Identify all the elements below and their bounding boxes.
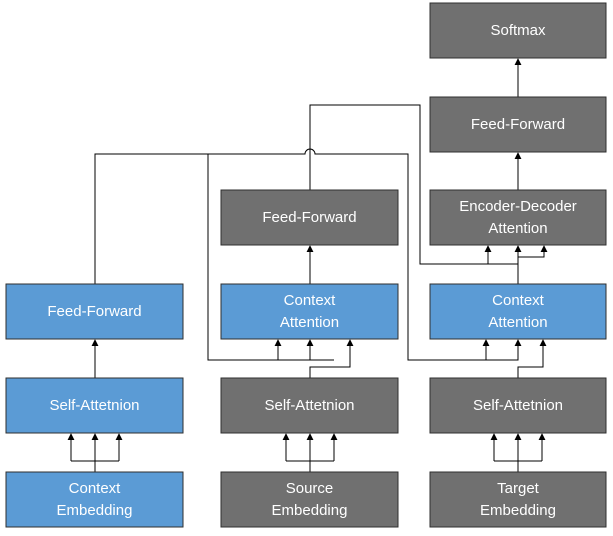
box-rect: [429, 96, 607, 153]
arrow-tgt-ctxatt-2: [486, 339, 522, 361]
box-rect: [429, 471, 607, 528]
dec-feed-forward-box: Feed-Forward: [429, 96, 607, 153]
ctx-self-attention-box: Self-Attetnion: [5, 377, 184, 434]
box-label: Attention: [280, 314, 339, 331]
box-rect: [220, 189, 399, 246]
box-label: Self-Attetnion: [49, 397, 139, 414]
box-rect: [429, 377, 607, 434]
box-label: Feed-Forward: [471, 116, 565, 133]
box-label: Source: [286, 480, 334, 497]
box-label: Embedding: [272, 502, 348, 519]
box-rect: [5, 283, 184, 340]
src-self-attention-box: Self-Attetnion: [220, 377, 399, 434]
box-label: Embedding: [480, 502, 556, 519]
route-ctx-ff: [94, 148, 486, 361]
box-label: Feed-Forward: [47, 303, 141, 320]
box-rect: [5, 377, 184, 434]
box-label: Feed-Forward: [262, 209, 356, 226]
box-label: Target: [497, 480, 540, 497]
boxes-layer: SoftmaxFeed-ForwardEncoder-DecoderAttent…: [5, 2, 607, 528]
arrow-tgt-self-to-ctxatt: [517, 339, 547, 378]
route-src-ff: [309, 104, 488, 265]
box-label: Encoder-Decoder: [459, 198, 577, 215]
arrow-encdec-2: [488, 245, 522, 265]
box-rect: [429, 283, 607, 340]
connector-lines: [67, 58, 548, 472]
box-rect: [220, 377, 399, 434]
route-ctx-ff-to-src: [207, 154, 278, 361]
box-label: Context: [284, 292, 337, 309]
box-rect: [220, 471, 399, 528]
box-label: Attention: [488, 220, 547, 237]
box-rect: [429, 2, 607, 59]
softmax-box: Softmax: [429, 2, 607, 59]
arrow-src-self-to-ctxatt: [309, 339, 354, 378]
ctx-feed-forward-box: Feed-Forward: [5, 283, 184, 340]
tgt-self-attention-box: Self-Attetnion: [429, 377, 607, 434]
src-feed-forward-box: Feed-Forward: [220, 189, 399, 246]
box-label: Context: [492, 292, 545, 309]
box-label: Context: [69, 480, 122, 497]
box-rect: [5, 471, 184, 528]
arrow-tgt-ctxatt-to-encdec: [517, 245, 548, 284]
box-label: Self-Attetnion: [264, 397, 354, 414]
box-label: Self-Attetnion: [473, 397, 563, 414]
box-label: Softmax: [490, 22, 546, 39]
box-label: Embedding: [57, 502, 133, 519]
box-rect: [220, 283, 399, 340]
box-label: Attention: [488, 314, 547, 331]
box-rect: [429, 189, 607, 246]
